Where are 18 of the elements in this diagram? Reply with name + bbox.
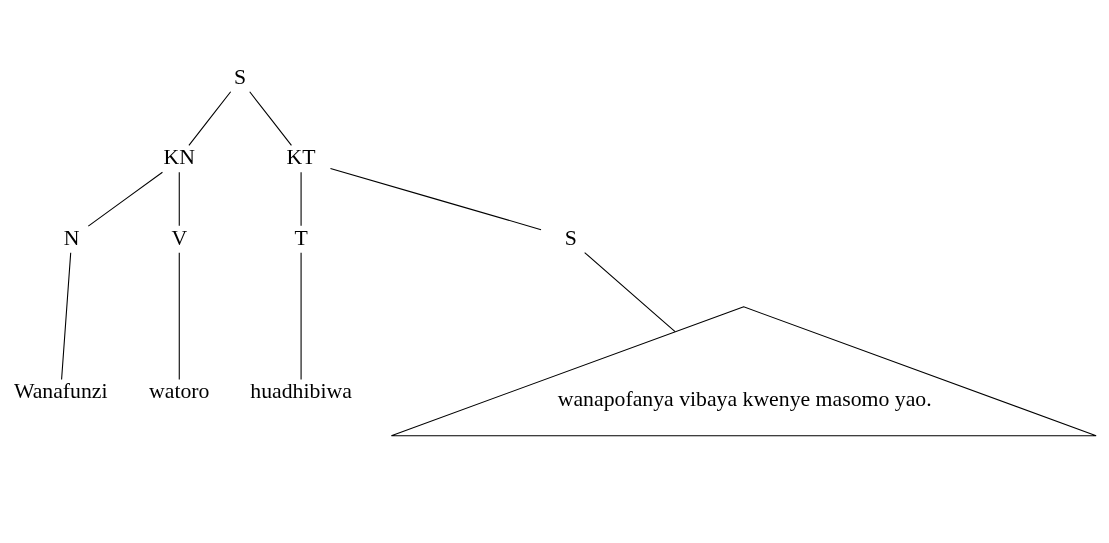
node-text: KN [163, 144, 195, 169]
node-text: S [234, 64, 247, 89]
node-text: huadhibiwa [250, 378, 352, 403]
connector [61, 251, 72, 380]
node-text: N [63, 225, 80, 250]
connector [188, 90, 232, 146]
connector [87, 171, 163, 227]
node-text: KT [286, 144, 316, 169]
node-text: Wanafunzi [13, 378, 108, 403]
node-text: T [294, 225, 308, 250]
connector [178, 171, 180, 226]
node-text: watoro [149, 378, 210, 403]
connector [178, 251, 180, 380]
connector [584, 251, 676, 332]
connector [329, 167, 542, 230]
connector [249, 90, 292, 146]
node-text: S [564, 225, 577, 250]
node-text: V [171, 225, 188, 250]
